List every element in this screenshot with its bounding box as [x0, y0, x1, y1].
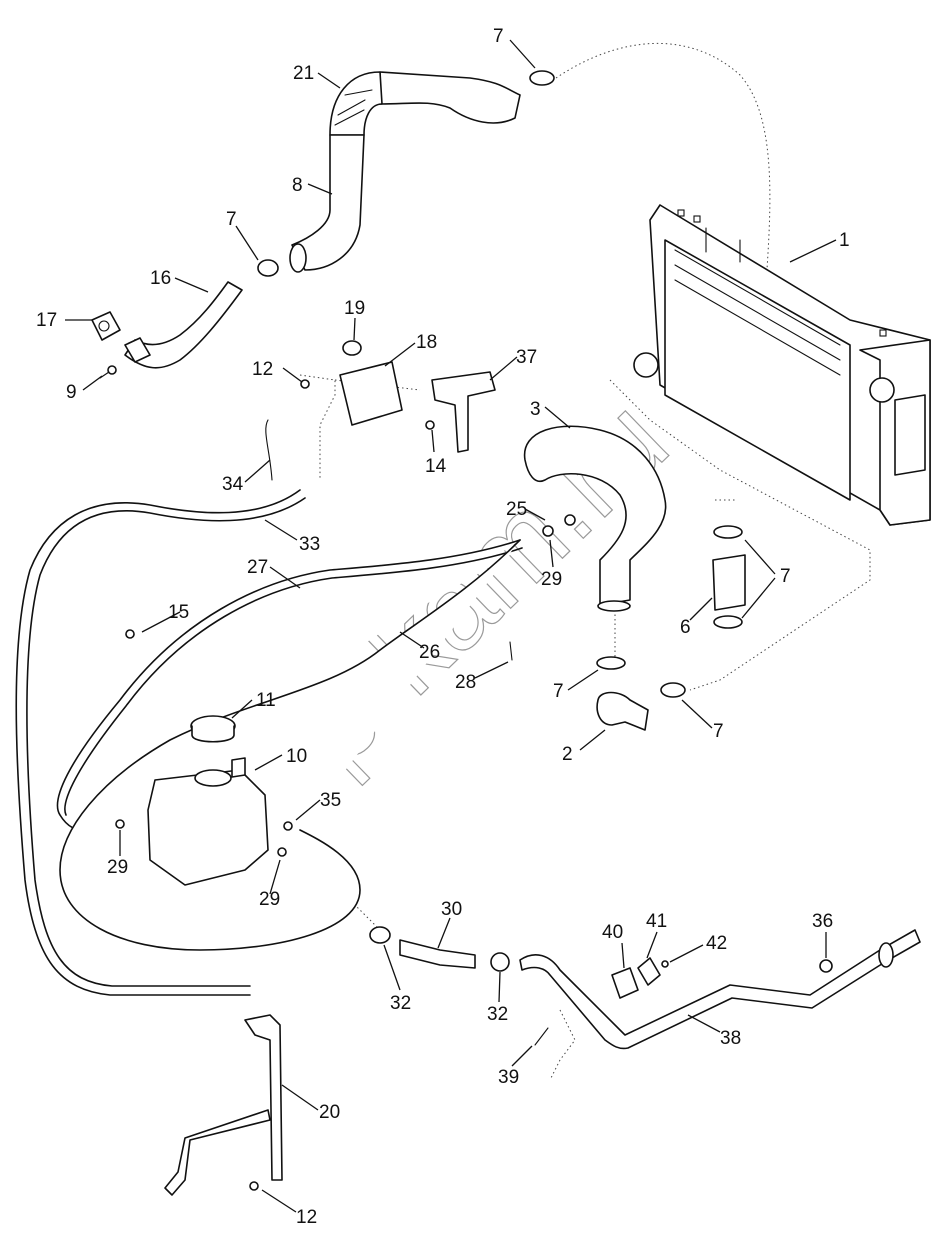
pipe-38: [519, 929, 921, 1050]
expansion-tank: [147, 715, 269, 886]
callout-8: 8: [292, 175, 303, 196]
callout-17: 17: [36, 310, 57, 331]
callout-1: 1: [839, 230, 850, 251]
callout-37: 37: [516, 347, 537, 368]
callout-7-upper-left: 7: [226, 209, 237, 230]
callout-35: 35: [320, 790, 341, 811]
fasteners: [99, 365, 576, 1191]
callout-25: 25: [506, 499, 527, 520]
callout-40: 40: [602, 922, 623, 943]
callout-9: 9: [66, 382, 77, 403]
hose-30: [369, 926, 510, 972]
callout-2: 2: [562, 744, 573, 765]
callout-18: 18: [416, 332, 437, 353]
callout-32-left: 32: [390, 993, 411, 1014]
callout-11: 11: [256, 690, 276, 711]
callout-12-upper: 12: [252, 359, 273, 380]
callout-20: 20: [319, 1102, 340, 1123]
radiator: [633, 204, 931, 526]
callout-39: 39: [498, 1067, 519, 1088]
callout-15: 15: [168, 602, 189, 623]
callout-3: 3: [530, 399, 541, 420]
bracket-20: [164, 1014, 283, 1196]
callout-14: 14: [425, 456, 447, 477]
callout-10: 10: [286, 746, 307, 767]
callout-34: 34: [222, 474, 244, 495]
callout-27: 27: [247, 557, 268, 578]
callout-36: 36: [812, 911, 833, 932]
callout-26: 26: [419, 642, 440, 663]
callout-21: 21: [293, 63, 314, 84]
callout-29-center: 29: [259, 889, 280, 910]
callout-42: 42: [706, 933, 727, 954]
callout-6: 6: [680, 617, 691, 638]
callout-7-right: 7: [780, 566, 791, 587]
callout-28: 28: [455, 672, 476, 693]
reservoir-bracket-assembly: [265, 340, 496, 481]
callout-7-top: 7: [493, 26, 504, 47]
callout-16: 16: [150, 268, 171, 289]
hose-6-with-clamps: [257, 70, 746, 698]
callout-7-lower-right: 7: [713, 721, 724, 742]
callout-41: 41: [646, 911, 667, 932]
callout-12-lower: 12: [296, 1207, 317, 1228]
callout-38: 38: [720, 1028, 741, 1049]
callout-29-upper: 29: [541, 569, 562, 590]
callout-19: 19: [344, 298, 365, 319]
callout-29-left: 29: [107, 857, 128, 878]
leader-lines: [65, 39, 837, 1213]
callout-32-right: 32: [487, 1004, 508, 1025]
elbow-hose-2: [596, 691, 649, 731]
upper-hose-assembly: [91, 71, 521, 369]
callout-30: 30: [441, 899, 462, 920]
callout-33: 33: [299, 534, 320, 555]
callout-labels: 1 2 3 6 7 7 7 7 7 8 9 10 11 12 12 14 15 …: [36, 26, 850, 1228]
hose-3: [523, 425, 667, 612]
callout-7-lower: 7: [553, 681, 564, 702]
